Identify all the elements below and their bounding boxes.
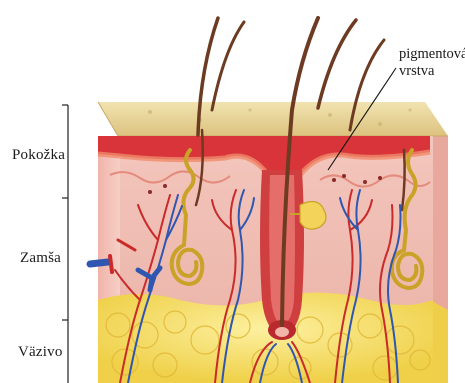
callout-line-1: pigmentová	[399, 46, 465, 63]
callout-line-2: vrstva	[399, 63, 465, 80]
callout-pigment-layer: pigmentová vrstva	[399, 46, 465, 80]
label-epidermis: Pokožka	[12, 147, 65, 164]
skin-surface	[98, 102, 448, 136]
label-dermis: Zamša	[20, 250, 61, 267]
label-hypodermis: Väzivo	[18, 344, 63, 361]
